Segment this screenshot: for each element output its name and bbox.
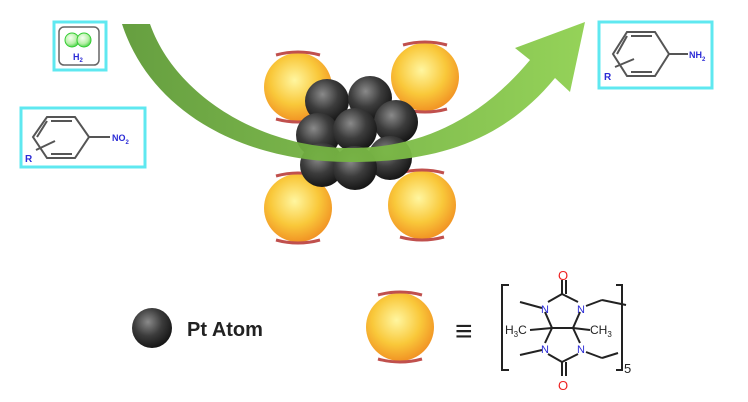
nitroarene-reactant-box: R NO2	[19, 106, 147, 169]
nitrogen-label: N	[541, 304, 549, 316]
hydrogen-atom-icon	[76, 32, 92, 48]
pt-atom-label: Pt Atom	[187, 319, 263, 341]
oxygen-label-top: O	[558, 268, 568, 283]
pt-atom	[305, 79, 349, 123]
pt-atom-legend-icon	[132, 308, 172, 348]
pt-atom	[374, 100, 418, 144]
benzene-ring-icon	[611, 31, 688, 77]
methyl-left-h: H	[505, 323, 514, 337]
h2-subscript: 2	[80, 58, 84, 64]
svg-text:NH2: NH2	[689, 50, 706, 63]
structure-labels: O O N N N N H3C CH3 5	[505, 268, 631, 393]
svg-text:H3C: H3C	[505, 323, 527, 339]
cucurbituril-legend-icon	[364, 290, 436, 364]
methyl-left-c: C	[518, 323, 527, 337]
repeat-count: 5	[624, 361, 631, 376]
r-substituent-label: R	[604, 72, 612, 83]
r-substituent-label: R	[25, 154, 33, 165]
methyl-right-sub: 3	[607, 330, 612, 339]
svg-text:H2: H2	[73, 52, 84, 64]
benzene-ring-icon	[31, 116, 110, 159]
cucurbituril-sphere	[386, 168, 458, 242]
nitro-subscript: 2	[126, 140, 130, 146]
hydrogen-reactant-box: H2	[52, 20, 108, 72]
cucurbituril-structure	[501, 280, 627, 376]
amine-subscript: 2	[702, 57, 706, 63]
nitrogen-label: N	[577, 304, 585, 316]
svg-text:NO2: NO2	[112, 133, 130, 146]
methyl-left-sub: 3	[514, 330, 519, 339]
equivalence-symbol: ≡	[455, 315, 473, 348]
reaction-arrow	[122, 22, 585, 162]
methyl-right: CH	[590, 323, 607, 337]
nitro-group-label: NO	[112, 133, 126, 143]
nitrogen-label: N	[577, 344, 585, 356]
amine-group-label: NH	[689, 50, 702, 60]
pt-atom	[333, 108, 377, 152]
aniline-product-box: R NH2	[597, 20, 714, 90]
svg-text:CH3: CH3	[590, 323, 612, 339]
oxygen-label-bottom: O	[558, 378, 568, 393]
nitrogen-label: N	[541, 344, 549, 356]
h2-label: H	[73, 52, 80, 62]
